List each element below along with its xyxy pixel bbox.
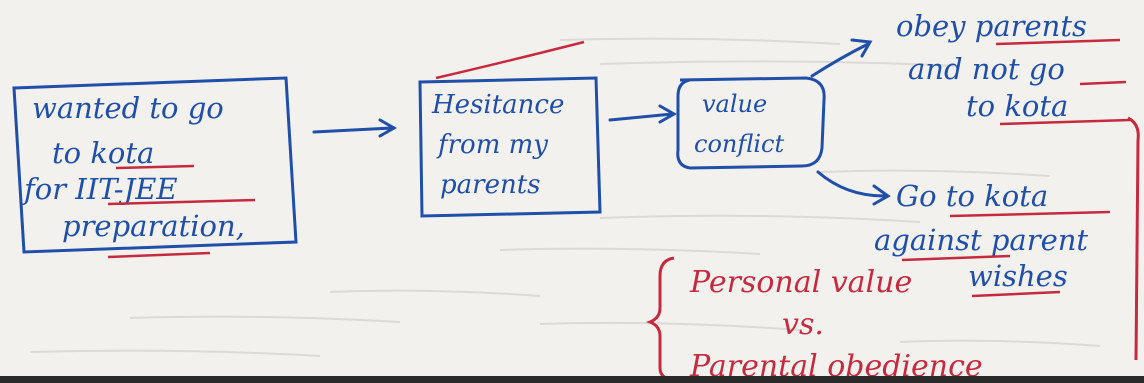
go-against-outcome: Go to kota against parent wishes [874, 179, 1111, 298]
annotation-line-1: Personal value [689, 265, 912, 300]
svg-text:value conflict: value conflict [694, 90, 784, 158]
svg-text:Personal value vs.: Personal value vs. Parental obedience [689, 265, 983, 383]
arrow-conflict-to-go [816, 170, 891, 206]
hesitance-line-1: Hesitance [431, 90, 564, 120]
conflict-box: value conflict [676, 76, 826, 170]
desire-line-3: for IIT-JEE [22, 172, 178, 206]
page-bottom-edge [0, 376, 1144, 383]
obey-line-2: and not go [908, 52, 1065, 86]
svg-text:obey parents and not go: obey parents and not go to kota [896, 9, 1096, 123]
bleed-through-lines [29, 37, 1101, 357]
obey-line-1: obey parents [896, 9, 1087, 43]
right-red-bracket [1127, 116, 1140, 361]
conflict-line-2: conflict [694, 130, 784, 158]
arrow-hesitance-to-conflict [608, 104, 678, 124]
desire-box-border [12, 76, 298, 254]
svg-text:wanted to go to kota: wanted to go to kota for IIT-JEE prepara… [22, 91, 245, 243]
desire-line-2: to kota [52, 136, 154, 170]
annotation-line-2: vs. [782, 307, 824, 342]
underline-parents [995, 38, 1121, 46]
go-line-3: wishes [968, 259, 1068, 293]
underline-wishes [971, 290, 1061, 298]
curly-brace [645, 256, 675, 382]
svg-text:Go to kota against paren: Go to kota against parent wishes [874, 179, 1097, 293]
obey-line-3: to kota [966, 89, 1068, 123]
desire-line-1: wanted to go [32, 91, 224, 125]
value-annotation: Personal value vs. Parental obedience [645, 256, 983, 383]
arrow-conflict-to-obey [810, 38, 873, 78]
hesitance-box-border [418, 76, 602, 218]
underline-iit-jee [107, 198, 256, 206]
underline-go [1079, 80, 1127, 86]
hesitance-box: Hesitance from my parents [418, 40, 602, 218]
underline-preparation [107, 251, 211, 259]
underline-kota-2 [999, 118, 1131, 126]
go-line-2: against parent [874, 223, 1088, 257]
hesitance-line-2: from my [436, 130, 548, 160]
underline-kota-1 [115, 164, 195, 170]
go-line-1: Go to kota [896, 179, 1048, 213]
desire-line-4: preparation, [62, 209, 245, 243]
arrow-desire-to-hesitance [312, 118, 398, 138]
desire-box: wanted to go to kota for IIT-JEE prepara… [12, 76, 298, 259]
obey-outcome: obey parents and not go to kota [896, 9, 1131, 126]
underline-against [901, 254, 1011, 262]
hesitance-line-3: parents [440, 170, 541, 200]
conflict-line-1: value [702, 90, 767, 118]
svg-text:Hesitance from my: Hesitance from my parents [431, 90, 573, 200]
conflict-box-border [676, 76, 826, 170]
underline-go-to-kota [949, 210, 1111, 218]
hesitance-red-mark [435, 40, 585, 80]
